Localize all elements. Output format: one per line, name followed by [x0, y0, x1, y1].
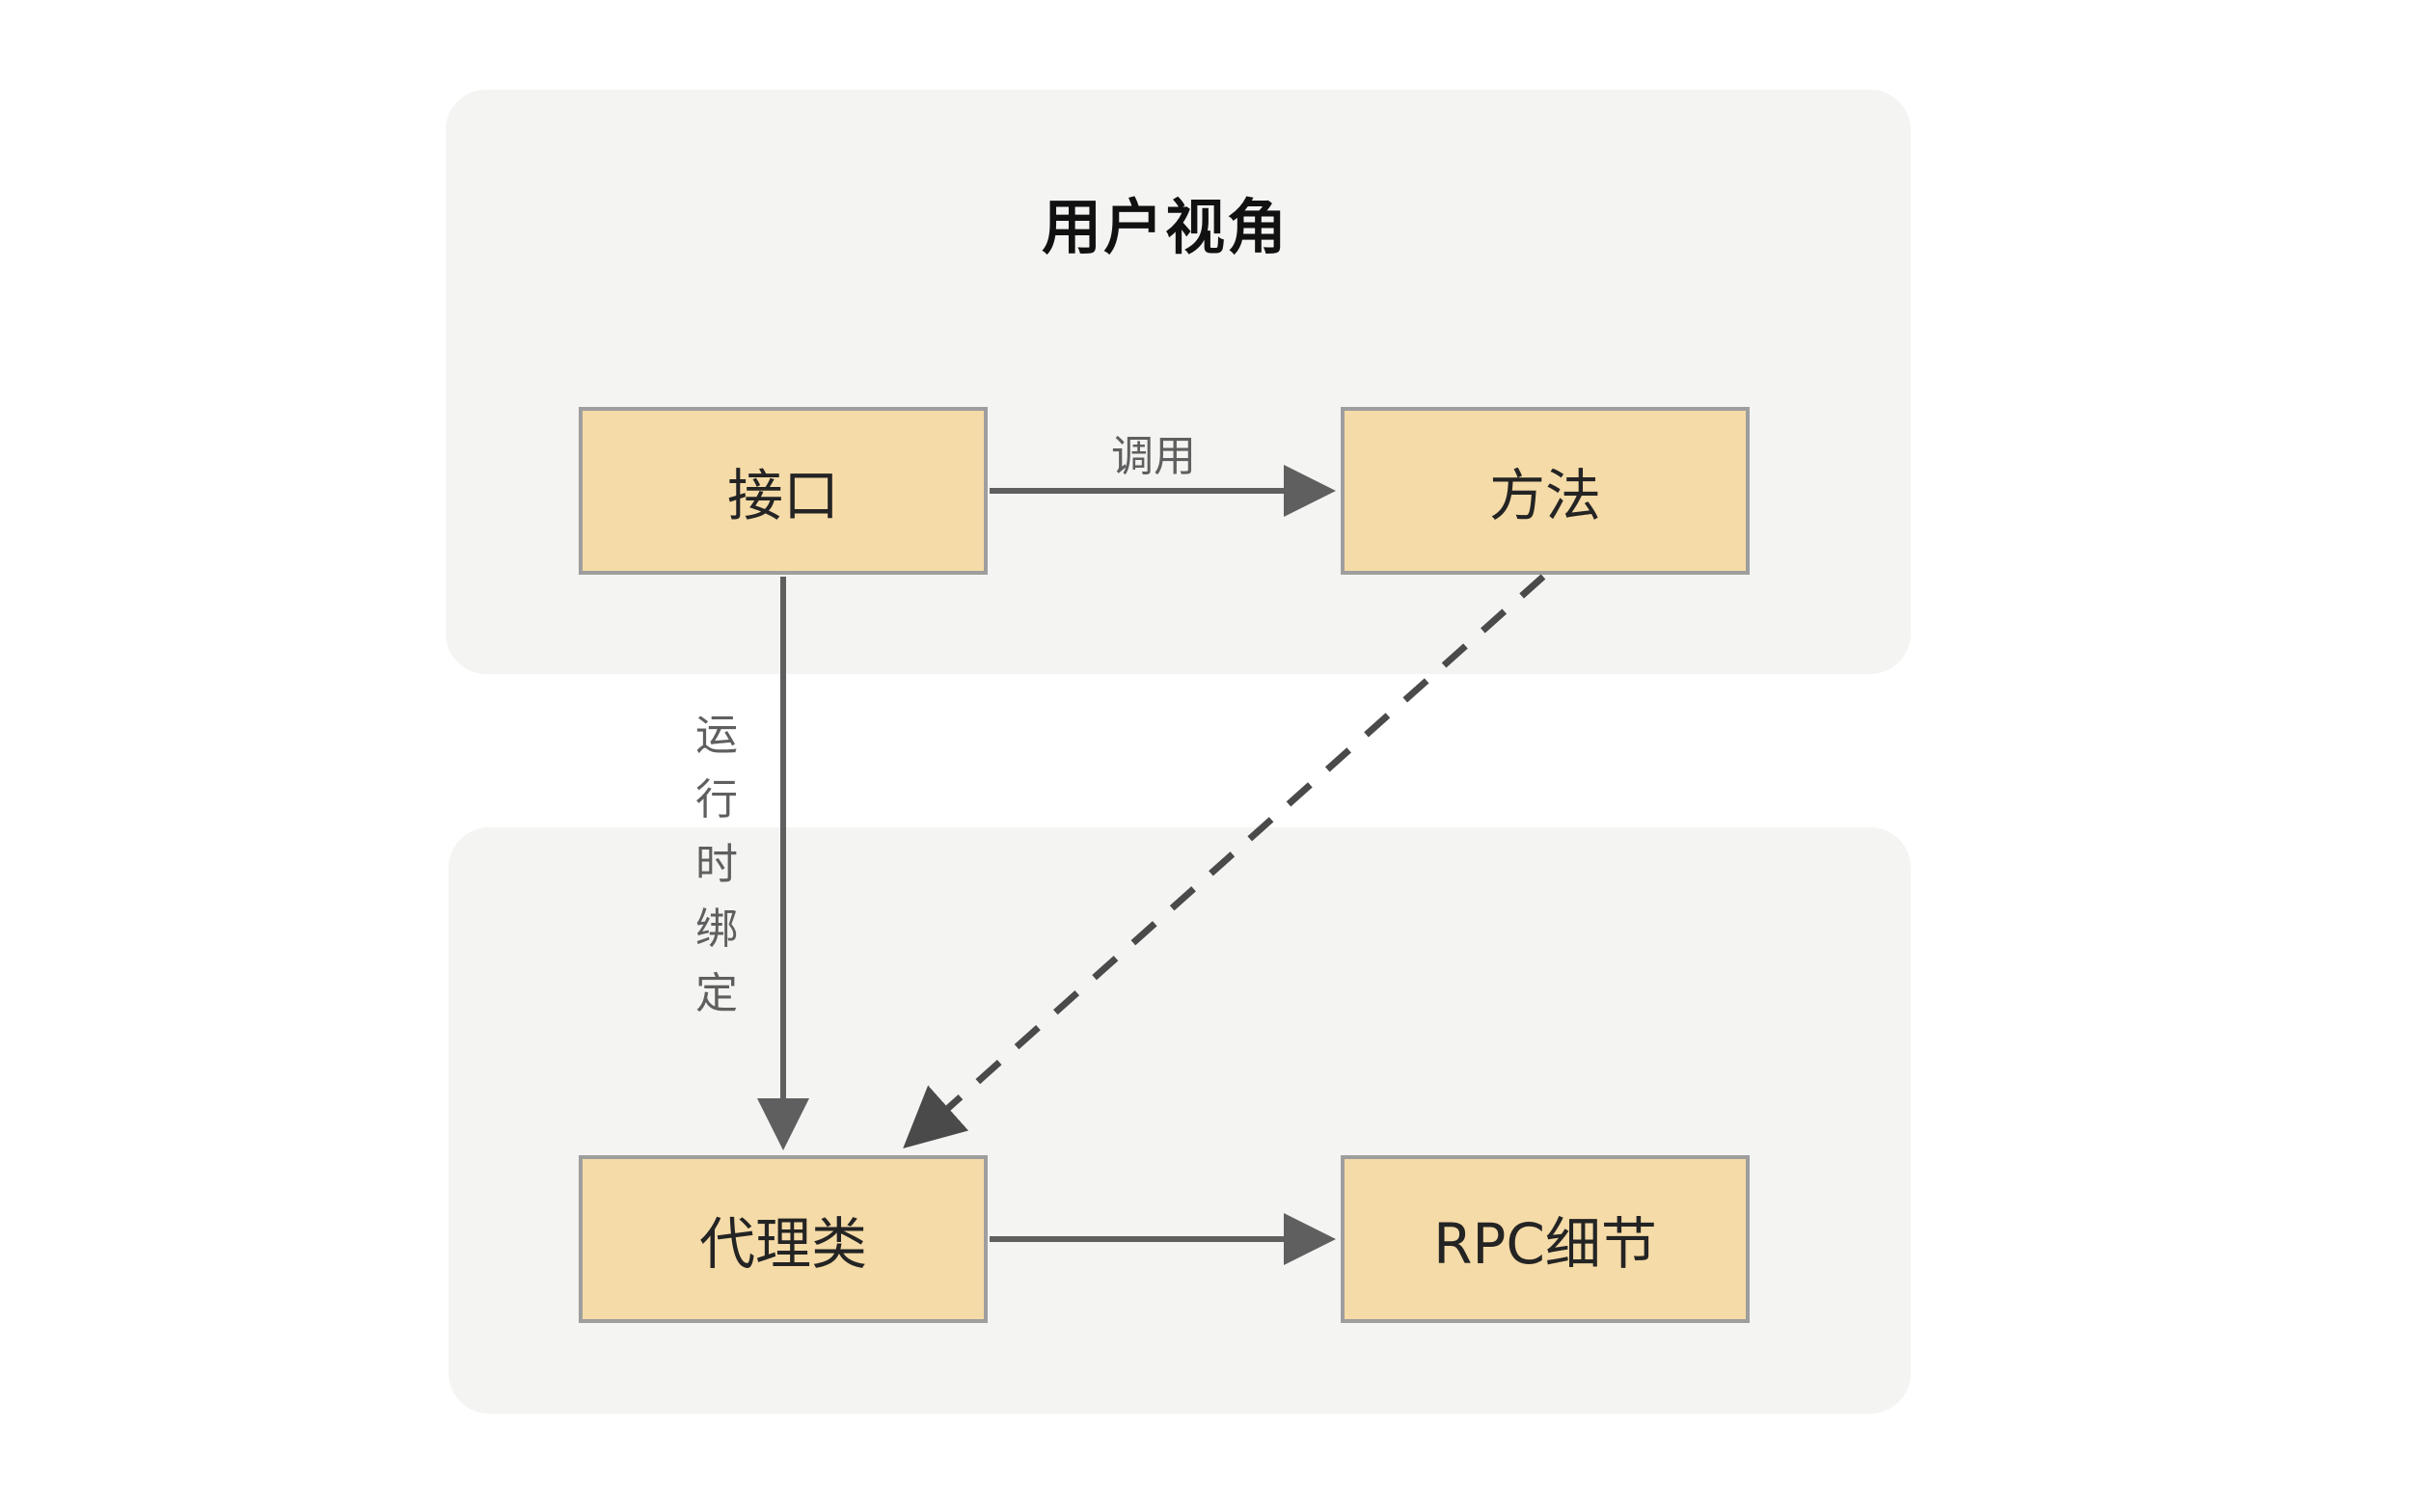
node-proxy-label: 代理类 [698, 1211, 867, 1277]
node-rpc[interactable]: RPC细节 [1341, 1155, 1750, 1323]
panel-user-view [446, 90, 1911, 674]
node-method[interactable]: 方法 [1341, 407, 1750, 575]
node-rpc-label: RPC细节 [1433, 1211, 1657, 1277]
node-method-label: 方法 [1488, 463, 1601, 528]
node-proxy[interactable]: 代理类 [579, 1155, 988, 1323]
edge-label-call: 调用 [1111, 432, 1196, 481]
edge-label-runtime-binding: 运行时绑定 [695, 711, 738, 1018]
panel-title-user-view: 用户视角 [1042, 192, 1290, 262]
node-interface-label: 接口 [726, 463, 839, 528]
panel-implementation-view [448, 827, 1911, 1414]
node-interface[interactable]: 接口 [579, 407, 988, 575]
